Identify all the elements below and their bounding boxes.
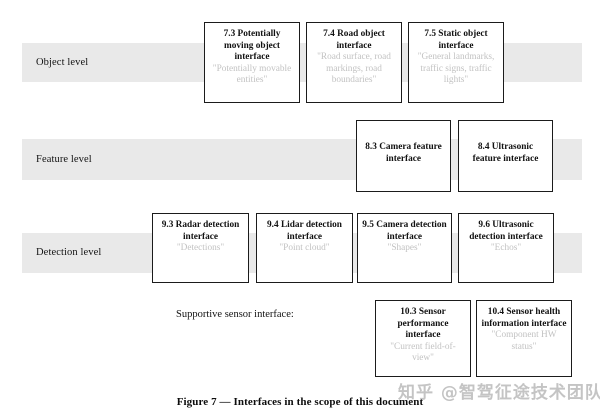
interface-box-subtitle: "Potentially movable entities" <box>212 63 292 86</box>
interface-box-title: 7.4 Road object interface <box>323 29 385 51</box>
interface-box-subtitle: "Component HW status" <box>491 330 557 352</box>
interface-box-title: 9.6 Ultrasonic detection interface <box>469 220 543 242</box>
interface-box-9-6[interactable]: 9.6 Ultrasonic detection interface "Echo… <box>458 213 554 283</box>
level-label-object: Object level <box>36 57 89 68</box>
figure-caption: Figure 7 — Interfaces in the scope of th… <box>176 396 424 408</box>
interface-box-title: 8.3 Camera feature interface <box>365 142 442 164</box>
interface-box-7-3[interactable]: 7.3 Potentially moving object interface … <box>204 22 300 103</box>
interface-box-title: 9.4 Lidar detection interface <box>267 220 342 242</box>
interface-box-subtitle: "Current field-of-view" <box>390 341 456 364</box>
level-label-detection: Detection level <box>36 247 102 258</box>
interface-box-subtitle: "Echos" <box>490 243 522 254</box>
interface-box-9-5[interactable]: 9.5 Camera detection interface "Shapes" <box>357 213 452 283</box>
interface-box-subtitle: "Shapes" <box>387 243 422 254</box>
interface-box-title: 10.4 Sensor health information interface <box>481 307 567 329</box>
interface-box-subtitle: "Point cloud" <box>279 243 330 254</box>
interface-box-subtitle: "Road surface, road markings, road bound… <box>317 52 391 86</box>
supportive-sensor-interface-label: Supportive sensor interface: <box>176 309 294 320</box>
interface-box-title: 8.4 Ultrasonic feature interface <box>472 142 539 164</box>
interface-box-title: 10.3 Sensor performance interface <box>397 307 449 341</box>
interface-box-subtitle: "Detections" <box>176 243 225 254</box>
interface-box-9-3[interactable]: 9.3 Radar detection interface "Detection… <box>152 213 249 283</box>
interface-box-8-3[interactable]: 8.3 Camera feature interface <box>356 120 451 192</box>
interface-box-7-4[interactable]: 7.4 Road object interface "Road surface,… <box>306 22 402 103</box>
interface-box-10-4[interactable]: 10.4 Sensor health information interface… <box>476 300 572 377</box>
interface-box-title: 7.5 Static object interface <box>424 29 488 51</box>
interface-box-8-4[interactable]: 8.4 Ultrasonic feature interface <box>458 120 553 192</box>
level-label-feature: Feature level <box>36 154 92 165</box>
interface-box-10-3[interactable]: 10.3 Sensor performance interface "Curre… <box>375 300 471 377</box>
interface-box-9-4[interactable]: 9.4 Lidar detection interface "Point clo… <box>256 213 353 283</box>
interface-box-title: 9.3 Radar detection interface <box>161 220 240 242</box>
interface-box-title: 9.5 Camera detection interface <box>362 220 447 242</box>
interface-box-title: 7.3 Potentially moving object interface <box>223 29 281 63</box>
interface-box-7-5[interactable]: 7.5 Static object interface "General lan… <box>408 22 504 103</box>
interface-box-subtitle: "General landmarks, traffic signs, traff… <box>417 52 495 86</box>
